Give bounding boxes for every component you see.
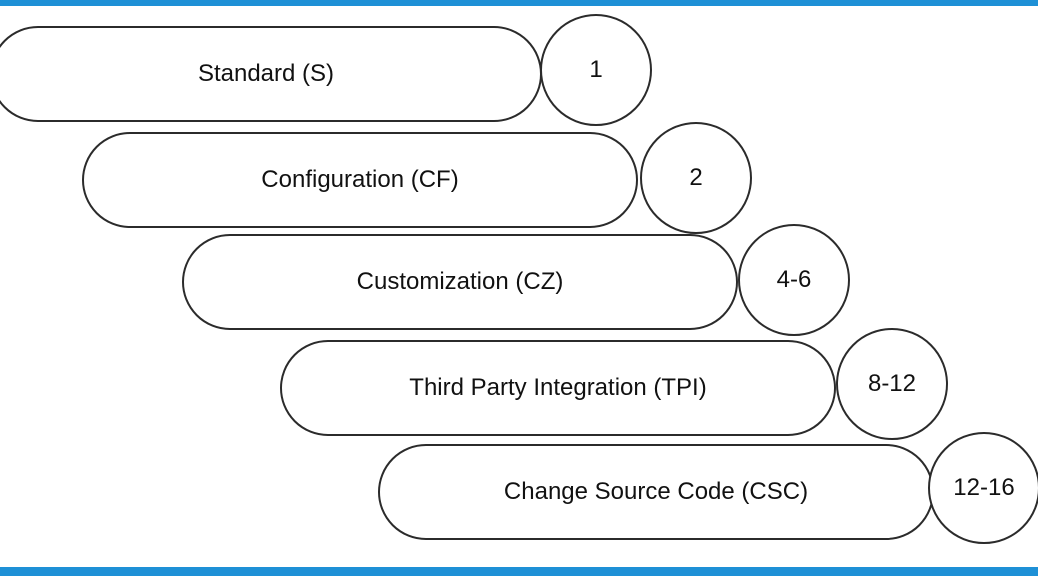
level-standard-value-circle: 1 [540,14,652,126]
bottom-border-bar [0,567,1038,576]
level-third-party-integration-pill: Third Party Integration (TPI) [280,340,836,436]
level-change-source-code-value-circle: 12-16 [928,432,1038,544]
level-customization-value-circle: 4-6 [738,224,850,336]
top-border-bar [0,0,1038,6]
level-customization-pill: Customization (CZ) [182,234,738,330]
level-configuration-pill: Configuration (CF) [82,132,638,228]
level-configuration-value-circle: 2 [640,122,752,234]
level-third-party-integration-value-circle: 8-12 [836,328,948,440]
level-change-source-code-pill: Change Source Code (CSC) [378,444,934,540]
level-standard-pill: Standard (S) [0,26,542,122]
